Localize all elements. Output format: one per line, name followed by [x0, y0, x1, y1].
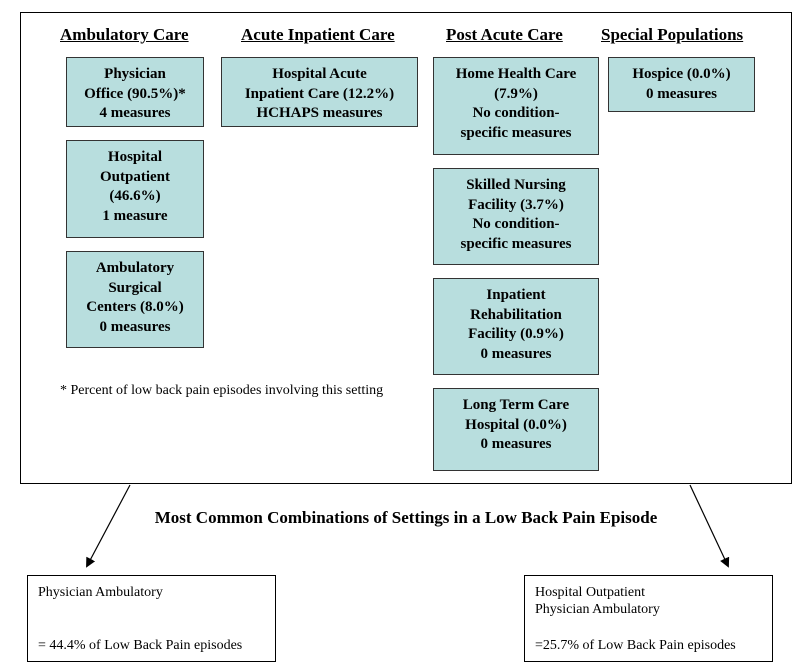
- box-line: Hospital Acute: [272, 66, 367, 82]
- box-line: 0 measures: [480, 436, 552, 452]
- box-line: Ambulatory: [95, 260, 175, 276]
- combination-box-right: Hospital Outpatient Physician Ambulatory…: [524, 575, 773, 662]
- box-line: Home Health Care: [455, 66, 577, 82]
- box-line: Inpatient: [486, 287, 546, 303]
- box-line: 0 measures: [99, 318, 171, 335]
- box-line: specific measures: [460, 235, 572, 252]
- care-settings-frame: [20, 12, 792, 484]
- box-line: No condition-: [472, 216, 560, 232]
- box-hospital-acute-inpatient: Hospital Acute Inpatient Care (12.2%) HC…: [221, 57, 418, 127]
- box-line: specific measures: [460, 124, 572, 141]
- combination-box-left: Physician Ambulatory = 44.4% of Low Back…: [27, 575, 276, 662]
- box-line: No condition-: [472, 105, 560, 121]
- box-skilled-nursing-facility: Skilled Nursing Facility (3.7%) No condi…: [433, 168, 599, 265]
- combination-line: Hospital Outpatient: [535, 585, 646, 600]
- box-line: Centers (8.0%): [86, 299, 184, 315]
- box-home-health-care: Home Health Care (7.9%) No condition- sp…: [433, 57, 599, 155]
- box-hospital-outpatient: Hospital Outpatient (46.6%) 1 measure: [66, 140, 204, 238]
- box-line: Hospice (0.0%): [632, 66, 731, 82]
- box-line: Facility (3.7%): [468, 196, 564, 213]
- box-line: Rehabilitation: [470, 306, 562, 323]
- box-line: HCHAPS measures: [256, 105, 383, 121]
- combination-line: Physician Ambulatory: [38, 585, 163, 600]
- box-line: Outpatient: [99, 168, 170, 185]
- header-post-acute-care: Post Acute Care: [446, 25, 563, 44]
- box-hospice: Hospice (0.0%) 0 measures: [608, 57, 755, 112]
- box-line: Hospital: [107, 149, 163, 165]
- box-inpatient-rehabilitation-facility: Inpatient Rehabilitation Facility (0.9%)…: [433, 278, 599, 375]
- box-line: 4 measures: [99, 105, 171, 121]
- box-line: Long Term Care: [462, 397, 570, 413]
- header-ambulatory-care: Ambulatory Care: [60, 25, 189, 44]
- box-ambulatory-surgical-centers: Ambulatory Surgical Centers (8.0%) 0 mea…: [66, 251, 204, 348]
- box-line: Facility (0.9%): [468, 326, 564, 342]
- box-line: Physician: [104, 66, 166, 82]
- box-line: Office (90.5%)*: [84, 85, 186, 102]
- combination-percentage: =25.7% of Low Back Pain episodes: [535, 638, 736, 653]
- box-line: Inpatient Care (12.2%): [244, 85, 395, 102]
- combination-percentage: = 44.4% of Low Back Pain episodes: [38, 638, 243, 653]
- combinations-title: Most Common Combinations of Settings in …: [154, 508, 658, 527]
- combination-line: Physician Ambulatory: [535, 602, 660, 617]
- header-special-populations: Special Populations: [601, 25, 744, 44]
- box-line: Surgical: [108, 279, 162, 296]
- box-line: (7.9%): [494, 85, 538, 102]
- box-line: 0 measures: [646, 85, 717, 102]
- box-line: 1 measure: [102, 207, 168, 224]
- box-line: Hospital (0.0%): [465, 416, 567, 433]
- box-line: Skilled Nursing: [466, 177, 566, 193]
- box-long-term-care-hospital: Long Term Care Hospital (0.0%) 0 measure…: [433, 388, 599, 471]
- box-physician-office: Physician Office (90.5%)* 4 measures: [66, 57, 204, 127]
- header-acute-inpatient-care: Acute Inpatient Care: [241, 25, 395, 44]
- footnote: * Percent of low back pain episodes invo…: [60, 383, 384, 398]
- box-line: 0 measures: [480, 345, 552, 362]
- box-line: (46.6%): [109, 188, 161, 204]
